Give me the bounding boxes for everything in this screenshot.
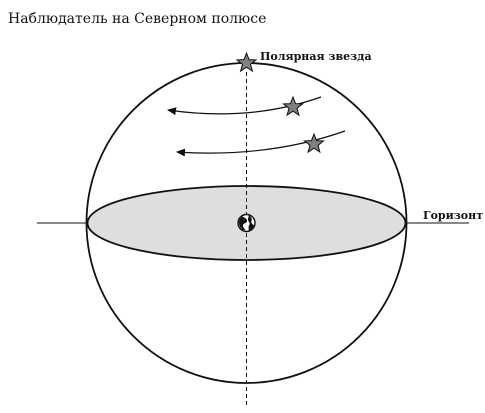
star-icon-lower	[303, 132, 325, 154]
star-trail-arc-lower	[176, 130, 346, 157]
star-icon-upper	[282, 95, 304, 117]
polaris-label: Полярная звезда	[260, 50, 372, 63]
polaris-star-icon	[235, 51, 258, 73]
observer-globe-icon	[237, 213, 256, 233]
diagram-title: Наблюдатель на Северном полюсе	[8, 11, 266, 27]
horizon-label: Горизонт	[423, 209, 483, 222]
star-trail-arc-upper	[167, 96, 322, 116]
